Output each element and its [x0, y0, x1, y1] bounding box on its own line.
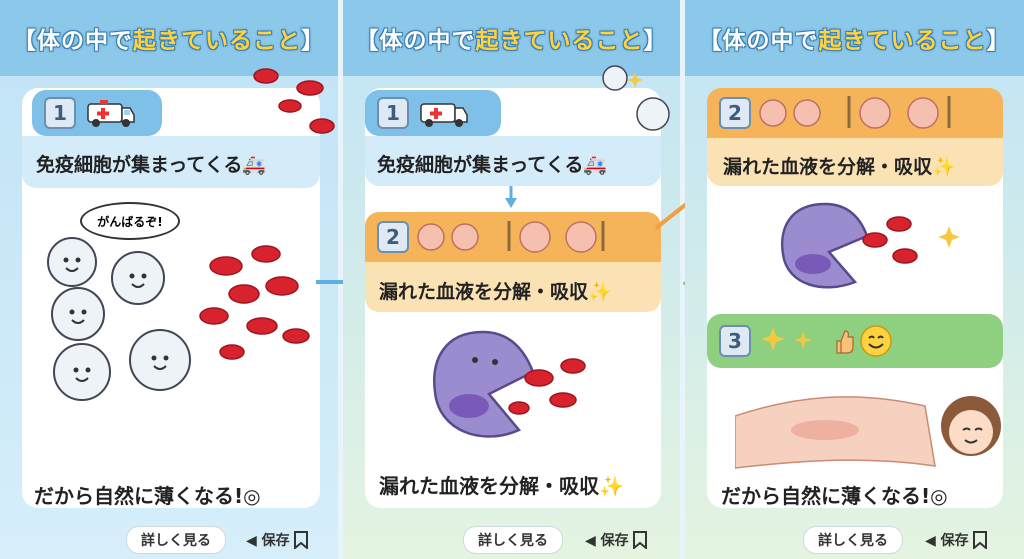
healing-skin-illustration	[735, 396, 1001, 469]
step-2-caption: 漏れた血液を分解・吸収✨	[723, 156, 956, 178]
step-2-band	[365, 262, 661, 312]
save-button[interactable]: ◀ 保存	[925, 530, 987, 550]
detail-button[interactable]: 詳しく見る	[463, 526, 563, 554]
broom-icon	[847, 96, 951, 129]
ambulance-icon	[87, 100, 135, 127]
floating-immune-cells	[602, 65, 670, 131]
step-number: 2	[719, 97, 751, 129]
step-2-caption: 漏れた血液を分解・吸収✨	[379, 281, 612, 303]
step-3-tab: 3	[707, 314, 1003, 368]
thumbs-up-icon	[836, 330, 854, 354]
floating-blood-cells	[253, 68, 335, 134]
save-label: ◀ 保存	[246, 533, 290, 549]
step-1-caption: 免疫細胞が集まってくる🚑	[377, 154, 607, 176]
panel-2: 【体の中で起きていること】 1 免疫細胞が集まってくる🚑 2 漏れた血液を分解・…	[343, 0, 680, 559]
step-1-band	[365, 136, 661, 186]
save-button[interactable]: ◀ 保存	[246, 530, 308, 550]
step-number: 2	[377, 221, 409, 253]
detail-button[interactable]: 詳しく見る	[126, 526, 226, 554]
blood-cells-illustration	[199, 245, 310, 360]
macrophage-illustration	[780, 202, 960, 289]
save-label: ◀ 保存	[585, 533, 629, 549]
speech-bubble: がんばるぞ!	[80, 202, 180, 240]
bookmark-icon	[632, 531, 647, 549]
title-bar: 【体の中で起きていること】	[685, 0, 1024, 76]
panel-1: 【体の中で起きていること】 1 免疫細胞が集まってくる🚑 がんばるぞ!	[0, 0, 338, 559]
cell-faces-icon	[759, 99, 821, 127]
panel-title: 【体の中で起きていること】	[698, 28, 1011, 54]
shovel-icon	[507, 221, 605, 253]
bottom-caption: 漏れた血液を分解・吸収✨	[379, 474, 624, 498]
sparkle-icon	[761, 327, 812, 351]
step-2-tab: 2	[707, 88, 1003, 138]
step-2-band	[707, 138, 1003, 186]
immune-cells-illustration	[47, 237, 191, 401]
bookmark-icon	[972, 531, 987, 549]
panel-title: 【体の中で起きていること】	[355, 28, 668, 54]
step-number: 1	[44, 97, 76, 129]
bottom-caption: だから自然に薄くなる!◎	[34, 484, 261, 508]
panel-3: 【体の中で起きていること】 2 漏れた血液を分解・吸収✨ 3	[685, 0, 1024, 559]
save-button[interactable]: ◀ 保存	[585, 530, 647, 550]
ambulance-icon	[420, 103, 468, 127]
step-1-band	[22, 136, 320, 188]
arrow-down-icon	[505, 186, 517, 208]
bottom-caption: だから自然に薄くなる!◎	[721, 484, 948, 508]
step-2-tab: 2	[365, 212, 661, 262]
title-bar: 【体の中で起きていること】	[343, 0, 680, 76]
panel-title: 【体の中で起きていること】	[13, 28, 325, 54]
title-bar: 【体の中で起きていること】	[0, 0, 338, 76]
cell-faces-icon	[417, 223, 479, 251]
bookmark-icon	[293, 531, 308, 549]
step-number: 1	[377, 97, 409, 129]
macrophage-illustration	[433, 330, 586, 438]
detail-button[interactable]: 詳しく見る	[803, 526, 903, 554]
step-1-tab: 1	[32, 90, 162, 136]
smile-icon	[860, 325, 892, 357]
step-1-caption: 免疫細胞が集まってくる🚑	[36, 154, 266, 176]
save-label: ◀ 保存	[925, 533, 969, 549]
step-1-tab: 1	[365, 90, 501, 136]
step-number: 3	[719, 325, 751, 357]
